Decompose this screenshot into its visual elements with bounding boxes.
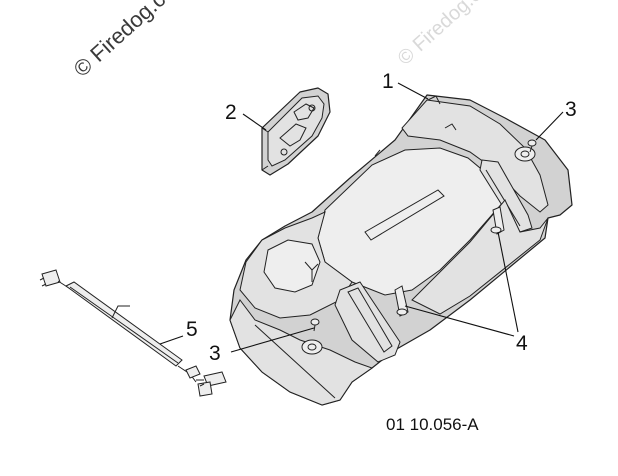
harness-part: [39, 269, 227, 397]
harness-branch: [111, 305, 130, 319]
callout-4: 4: [516, 332, 528, 355]
hood-right-boss-inner: [520, 150, 530, 158]
screw-right: [527, 139, 537, 153]
hood-top-tab-2: [444, 123, 457, 131]
hood-left-boss-inner: [307, 343, 317, 351]
bezel-edge: [261, 127, 269, 171]
leader-4a: [497, 231, 519, 333]
harness-plug-pins: [39, 277, 47, 287]
hood-right-groove: [485, 169, 521, 227]
hood-right-panel: [479, 159, 533, 233]
hood-top-tab: [427, 95, 441, 105]
callout-2: 2: [225, 101, 237, 124]
hood-right-boss: [514, 146, 536, 162]
harness-sleeve-center: [69, 286, 179, 364]
hood-left-slot: [347, 287, 393, 353]
harness-plug-top: [41, 269, 61, 287]
leader-3-left: [230, 327, 315, 353]
hood-left-pocket: [263, 239, 321, 293]
hood-upper-ridge: [401, 99, 549, 213]
hood-slot: [364, 189, 445, 241]
hood-bottom-skirt: [229, 299, 374, 406]
bezel-hole-2: [308, 104, 316, 112]
hood-right-flank: [411, 199, 549, 315]
leader-4b: [404, 305, 515, 337]
harness-connector-3: [197, 381, 213, 397]
watermark-primary: © Firedog.c: [69, 0, 170, 82]
bezel-detail-1: [279, 123, 307, 147]
bezel-detail-2: [293, 103, 315, 121]
callout-5: 5: [186, 318, 198, 341]
hood-left-lower-panel: [334, 281, 401, 363]
hood-left-arrow: [304, 261, 319, 282]
hood-skirt-line: [254, 324, 336, 399]
hood-left-boss: [301, 339, 323, 355]
leader-5: [159, 335, 184, 345]
bezel-part: [261, 87, 331, 176]
hood-part: [229, 94, 573, 406]
callout-3-right: 3: [565, 98, 577, 121]
bezel-hole-1: [280, 148, 288, 156]
bezel-face: [267, 95, 325, 167]
hood-recess-edge: [374, 149, 381, 157]
reference-code: 01 10.056-A: [386, 415, 479, 434]
screw-left: [310, 318, 320, 332]
leader-3-right: [535, 111, 564, 141]
callout-1: 1: [382, 70, 394, 93]
watermark-faint: © Firedog.c: [394, 0, 486, 70]
leader-2: [242, 113, 267, 131]
leader-1: [397, 82, 429, 100]
harness-connector-wires: [196, 379, 205, 387]
callout-3-left: 3: [209, 342, 221, 365]
bolt-left: [394, 285, 409, 317]
leader-lines: [159, 82, 564, 353]
bolt-right: [490, 206, 505, 235]
harness-connector-1: [185, 365, 201, 379]
